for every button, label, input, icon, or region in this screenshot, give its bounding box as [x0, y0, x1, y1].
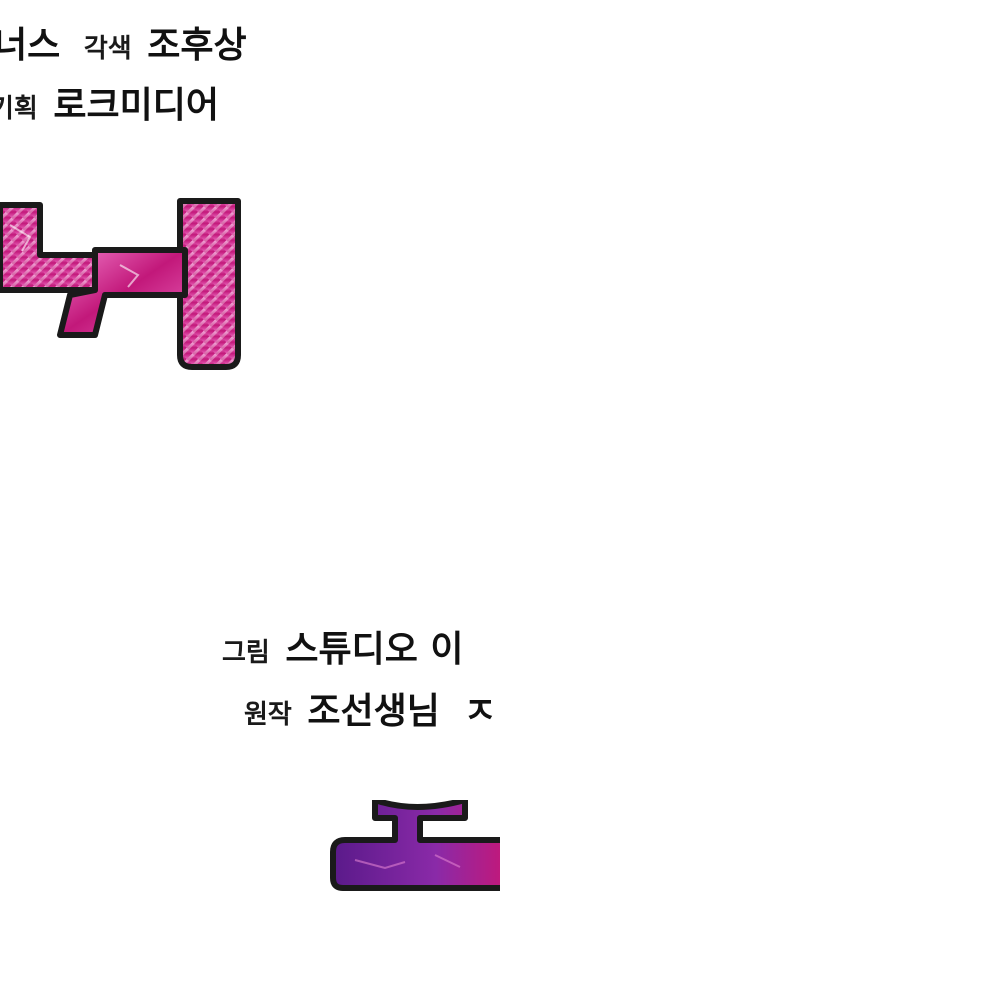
credit-role-art: 그림 — [222, 638, 270, 668]
credit-name-partial: 너스 — [0, 25, 61, 66]
credit-role-original: 원작 — [244, 700, 292, 730]
top-credits-panel: 너스 각색 조후상 기획 로크미디어 — [0, 0, 500, 400]
title-lettering-fragment-top — [0, 198, 241, 370]
credit-role-planning: 기획 — [0, 94, 38, 124]
credit-line-original: 원작 조선생님 ㅈ — [244, 682, 497, 734]
credit-line-adaptation: 너스 각색 조후상 — [0, 16, 247, 68]
bottom-credits-panel: 그림 스튜디오 이 원작 조선생님 ㅈ — [0, 600, 500, 900]
credit-name-planning: 로크미디어 — [53, 85, 220, 126]
credit-line-planning: 기획 로크미디어 — [0, 76, 219, 128]
credit-role-adaptation: 각색 — [83, 34, 132, 64]
credit-name-original: 조선생님 — [307, 691, 440, 732]
credit-name-trailing: ㅈ — [463, 691, 497, 732]
credit-name-art: 스튜디오 이 — [285, 629, 464, 670]
credit-line-art: 그림 스튜디오 이 — [222, 620, 464, 672]
title-lettering-fragment-bottom — [330, 800, 500, 891]
credit-name-adaptation: 조후상 — [147, 25, 247, 66]
